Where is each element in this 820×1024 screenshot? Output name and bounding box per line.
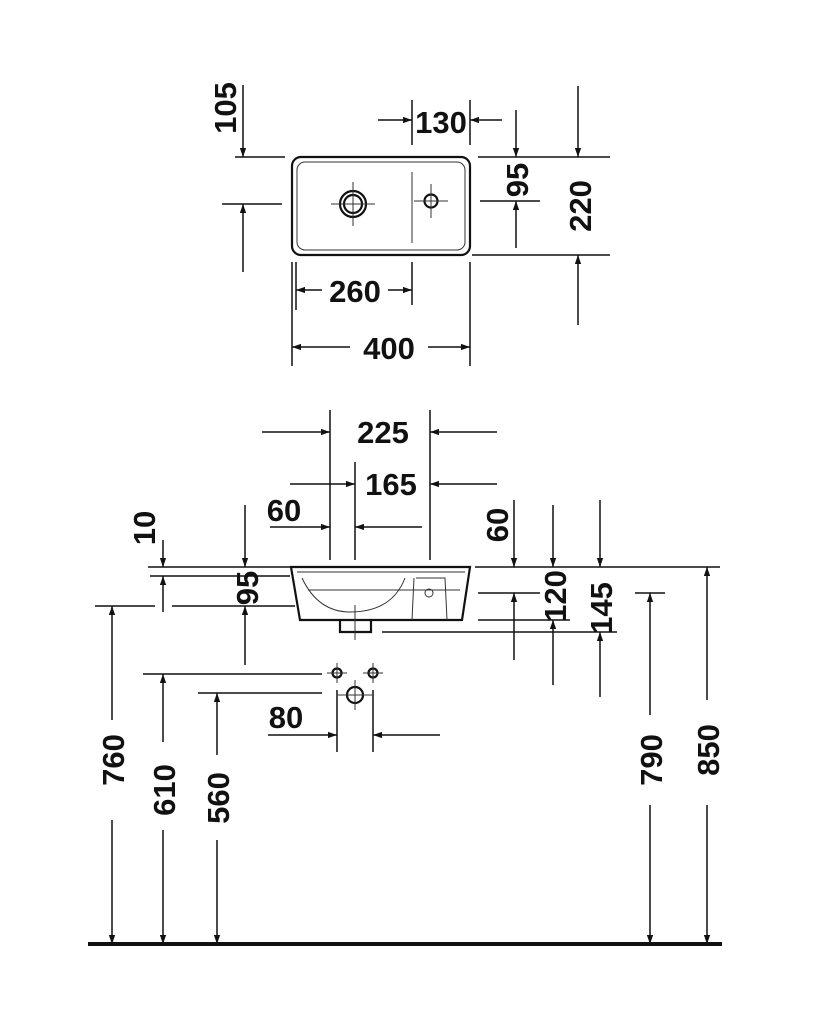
side-dimension-labels: 225 165 60 10 95 60 120 145 80 760 610 5… — [96, 415, 726, 824]
pipe-connection-icons — [327, 663, 383, 710]
basin-side-view — [289, 565, 472, 640]
top-dimension-labels: 105 130 95 220 260 400 — [208, 82, 598, 366]
dim-10: 10 — [127, 511, 162, 545]
dim-790: 790 — [634, 734, 669, 786]
dim-760: 760 — [96, 734, 131, 786]
dim-225: 225 — [357, 415, 409, 450]
dim-80: 80 — [269, 700, 303, 735]
dim-560: 560 — [201, 772, 236, 824]
dim-120: 120 — [538, 570, 573, 622]
dim-60-vertical: 60 — [480, 508, 515, 542]
dim-145: 145 — [584, 582, 619, 634]
side-dimension-lines — [95, 410, 720, 944]
dim-165: 165 — [365, 467, 417, 502]
dim-260: 260 — [329, 274, 381, 309]
dim-220: 220 — [563, 180, 598, 232]
dim-400: 400 — [363, 331, 415, 366]
dim-610: 610 — [147, 764, 182, 816]
dim-105: 105 — [208, 82, 243, 134]
dim-60-horizontal: 60 — [267, 493, 301, 528]
dim-95: 95 — [500, 163, 535, 197]
basin-top-view — [290, 155, 472, 257]
top-dimension-lines — [222, 85, 610, 366]
dim-130: 130 — [415, 105, 467, 140]
overflow-hole-icon — [414, 184, 448, 218]
tap-hole-icon — [331, 182, 375, 226]
dim-850: 850 — [691, 724, 726, 776]
dim-95-side: 95 — [230, 571, 265, 605]
